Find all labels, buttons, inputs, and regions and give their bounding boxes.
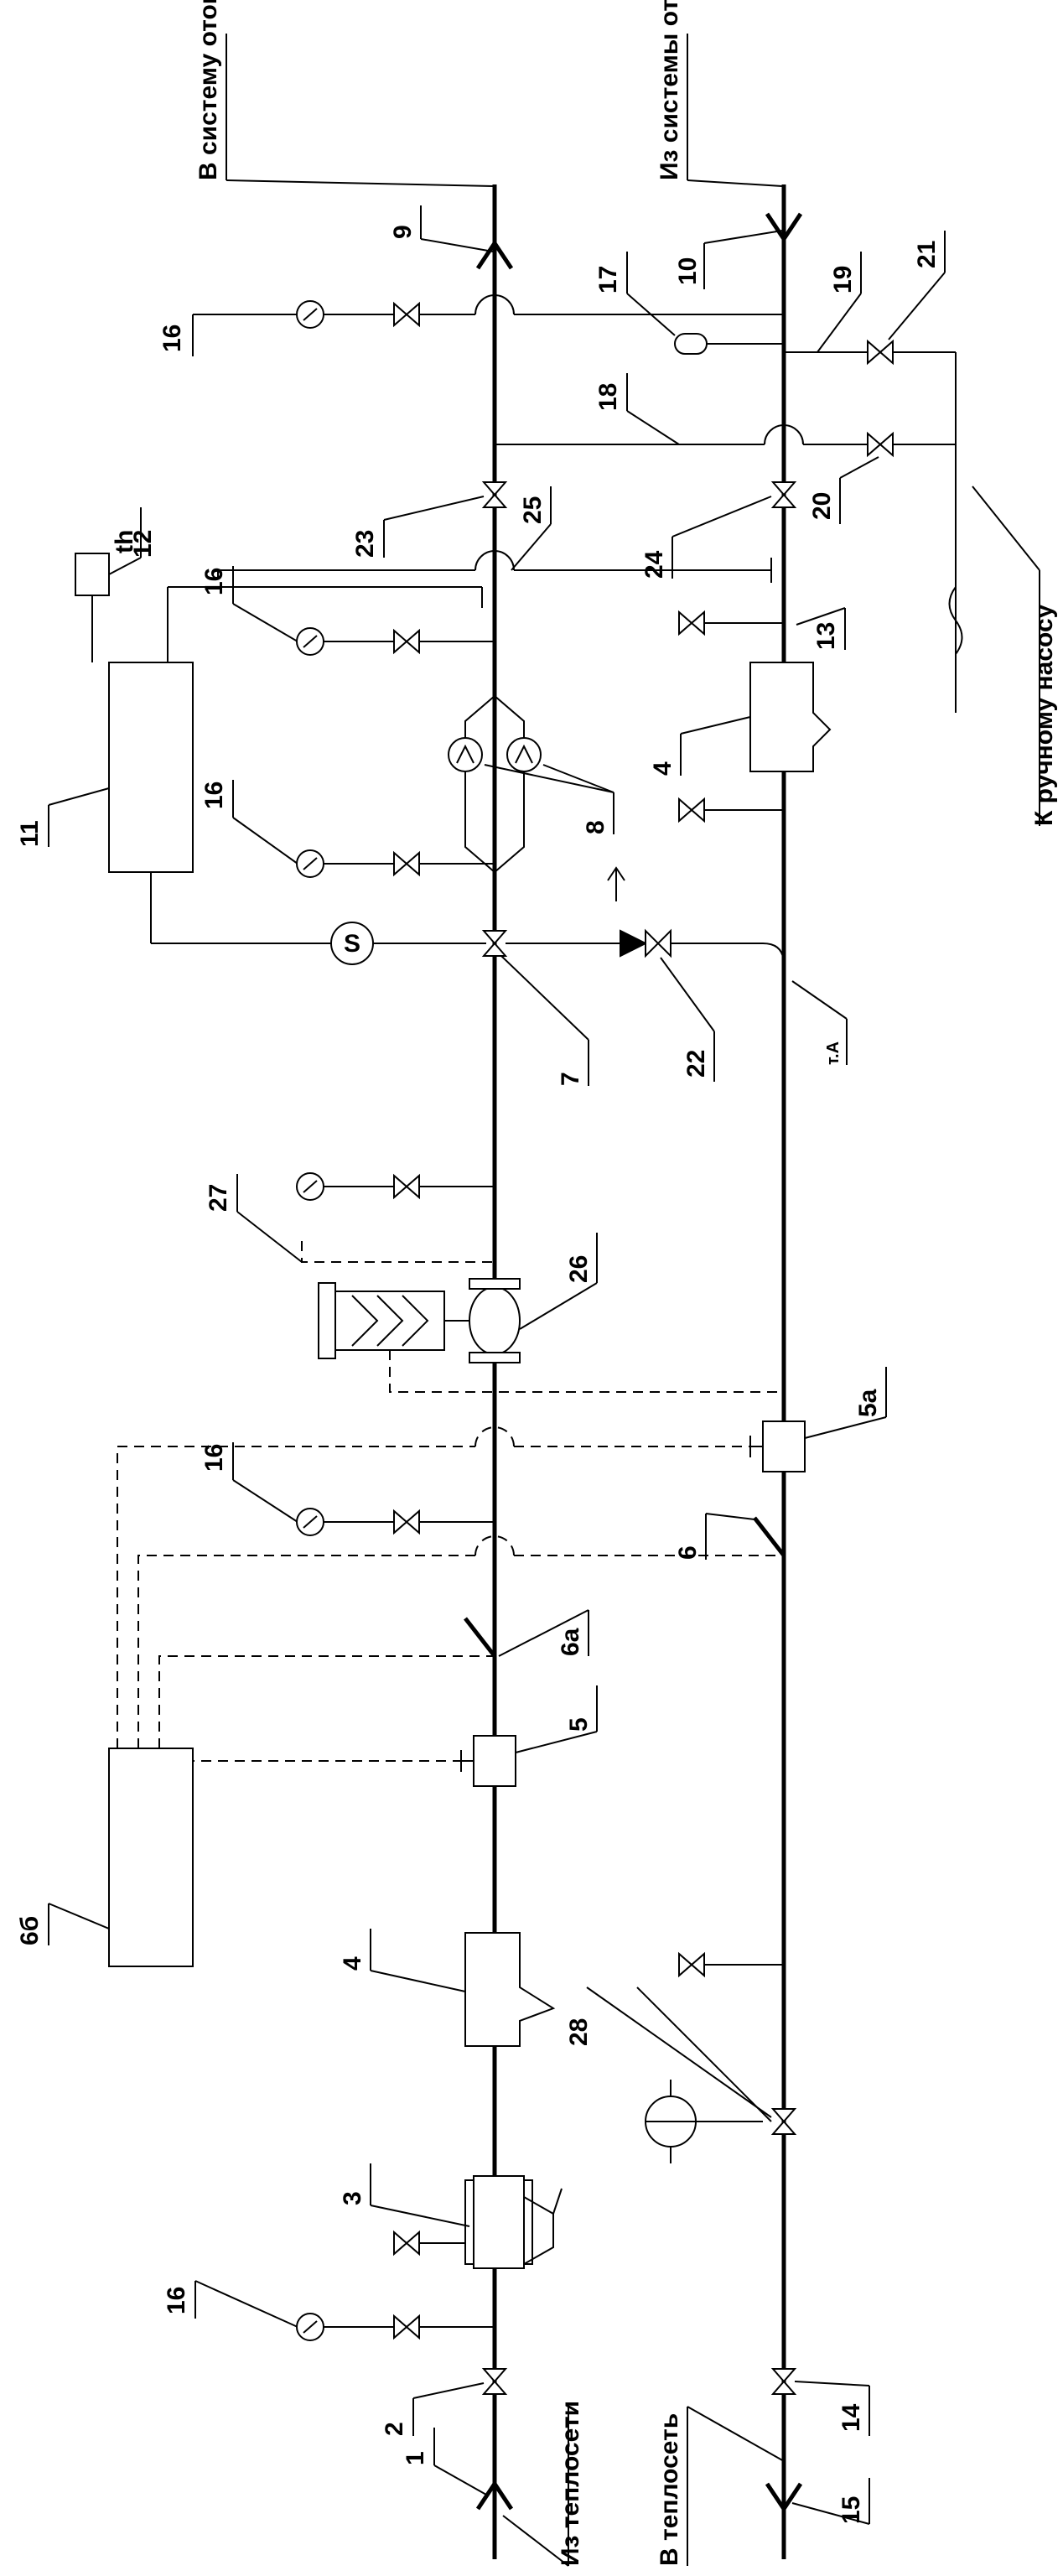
sensor-s: S [344, 930, 360, 958]
flow-meter-5 [473, 1735, 516, 1787]
valve-icon [481, 481, 508, 508]
valve-icon [770, 481, 797, 508]
valve-icon [393, 2230, 420, 2257]
label-28: 28 [565, 2018, 593, 2046]
label-16: 16 [158, 325, 186, 352]
label-18: 18 [594, 383, 622, 411]
label-16: 16 [200, 568, 228, 595]
label-23: 23 [351, 530, 379, 558]
caption-to-heat-network: В теплосеть [656, 2413, 683, 2566]
valve-icon [678, 610, 705, 636]
caption-to-heating: В систему отопления [194, 0, 222, 180]
label-3: 3 [339, 2191, 366, 2205]
regulator-valve-body [469, 1286, 521, 1355]
pump-icon [506, 737, 542, 772]
mud-trap [473, 2175, 525, 2269]
valve-icon [481, 2368, 508, 2395]
valve-icon [393, 850, 420, 877]
caption-from-heating: Из системы отопления [656, 0, 683, 180]
check-valve-icon [620, 929, 648, 958]
valve-icon [867, 431, 894, 458]
label-16: 16 [163, 2287, 190, 2314]
sensor-s-icon [330, 922, 374, 965]
controller-box [108, 662, 194, 873]
label-21: 21 [913, 241, 941, 268]
valve-icon [393, 628, 420, 655]
label-5: 5 [565, 1717, 593, 1732]
label-4: 4 [339, 1956, 366, 1971]
strainer-icon [464, 1932, 556, 2047]
label-2: 2 [381, 2422, 408, 2436]
valve-icon [393, 2314, 420, 2340]
caption-to-hand-pump: К ручному насосу [1030, 604, 1058, 826]
valve-icon [867, 339, 894, 366]
label-24: 24 [640, 550, 668, 579]
valve-icon [393, 301, 420, 328]
label-25: 25 [519, 496, 547, 524]
label-14: 14 [837, 2403, 865, 2432]
label-th: th [111, 530, 138, 553]
label-17: 17 [594, 266, 622, 293]
label-7: 7 [557, 1072, 584, 1086]
label-11: 11 [16, 820, 44, 847]
label-19: 19 [829, 266, 857, 293]
temp-sensor-6 [753, 1516, 786, 1557]
label-1: 1 [402, 2451, 429, 2465]
flow-arrow-icon [765, 212, 803, 243]
label-20: 20 [808, 492, 836, 520]
label-16: 16 [200, 1444, 228, 1472]
valve-icon [770, 2108, 797, 2135]
label-27: 27 [205, 1184, 232, 1212]
heat-calculator-box [108, 1748, 194, 1967]
label-16: 16 [200, 782, 228, 809]
label-12: 12 [129, 530, 157, 558]
caption-from-heat-network: Из теплосети [557, 2401, 584, 2566]
valve-icon [393, 1173, 420, 1200]
valve-icon [393, 1509, 420, 1535]
flow-arrow-icon [475, 239, 514, 270]
label-13: 13 [812, 622, 840, 650]
label-6b: 6б [16, 1916, 44, 1945]
flow-arrow-icon [475, 2480, 514, 2511]
valve-icon [770, 2368, 797, 2395]
label-8: 8 [582, 820, 609, 834]
label-9: 9 [389, 225, 417, 239]
label-10: 10 [674, 257, 702, 285]
valve-icon [678, 797, 705, 823]
label-6a: 6а [557, 1628, 584, 1656]
pump-bypass-outline [464, 694, 525, 874]
thermometer-icon [674, 333, 708, 355]
label-t-a: т.А [824, 1041, 843, 1065]
label-6: 6 [674, 1545, 702, 1560]
pump-icon [448, 737, 483, 772]
label-4: 4 [649, 761, 677, 776]
label-26: 26 [565, 1255, 593, 1283]
label-22: 22 [682, 1050, 710, 1078]
temp-sensor-6a [464, 1617, 496, 1658]
valve-icon [678, 1951, 705, 1978]
label-5a: 5а [854, 1389, 882, 1417]
flow-arrow-icon [765, 2482, 803, 2513]
flow-meter-5a [762, 1420, 806, 1472]
sensor-box [75, 553, 110, 596]
strainer-icon [749, 662, 832, 772]
valve-icon [481, 930, 508, 957]
